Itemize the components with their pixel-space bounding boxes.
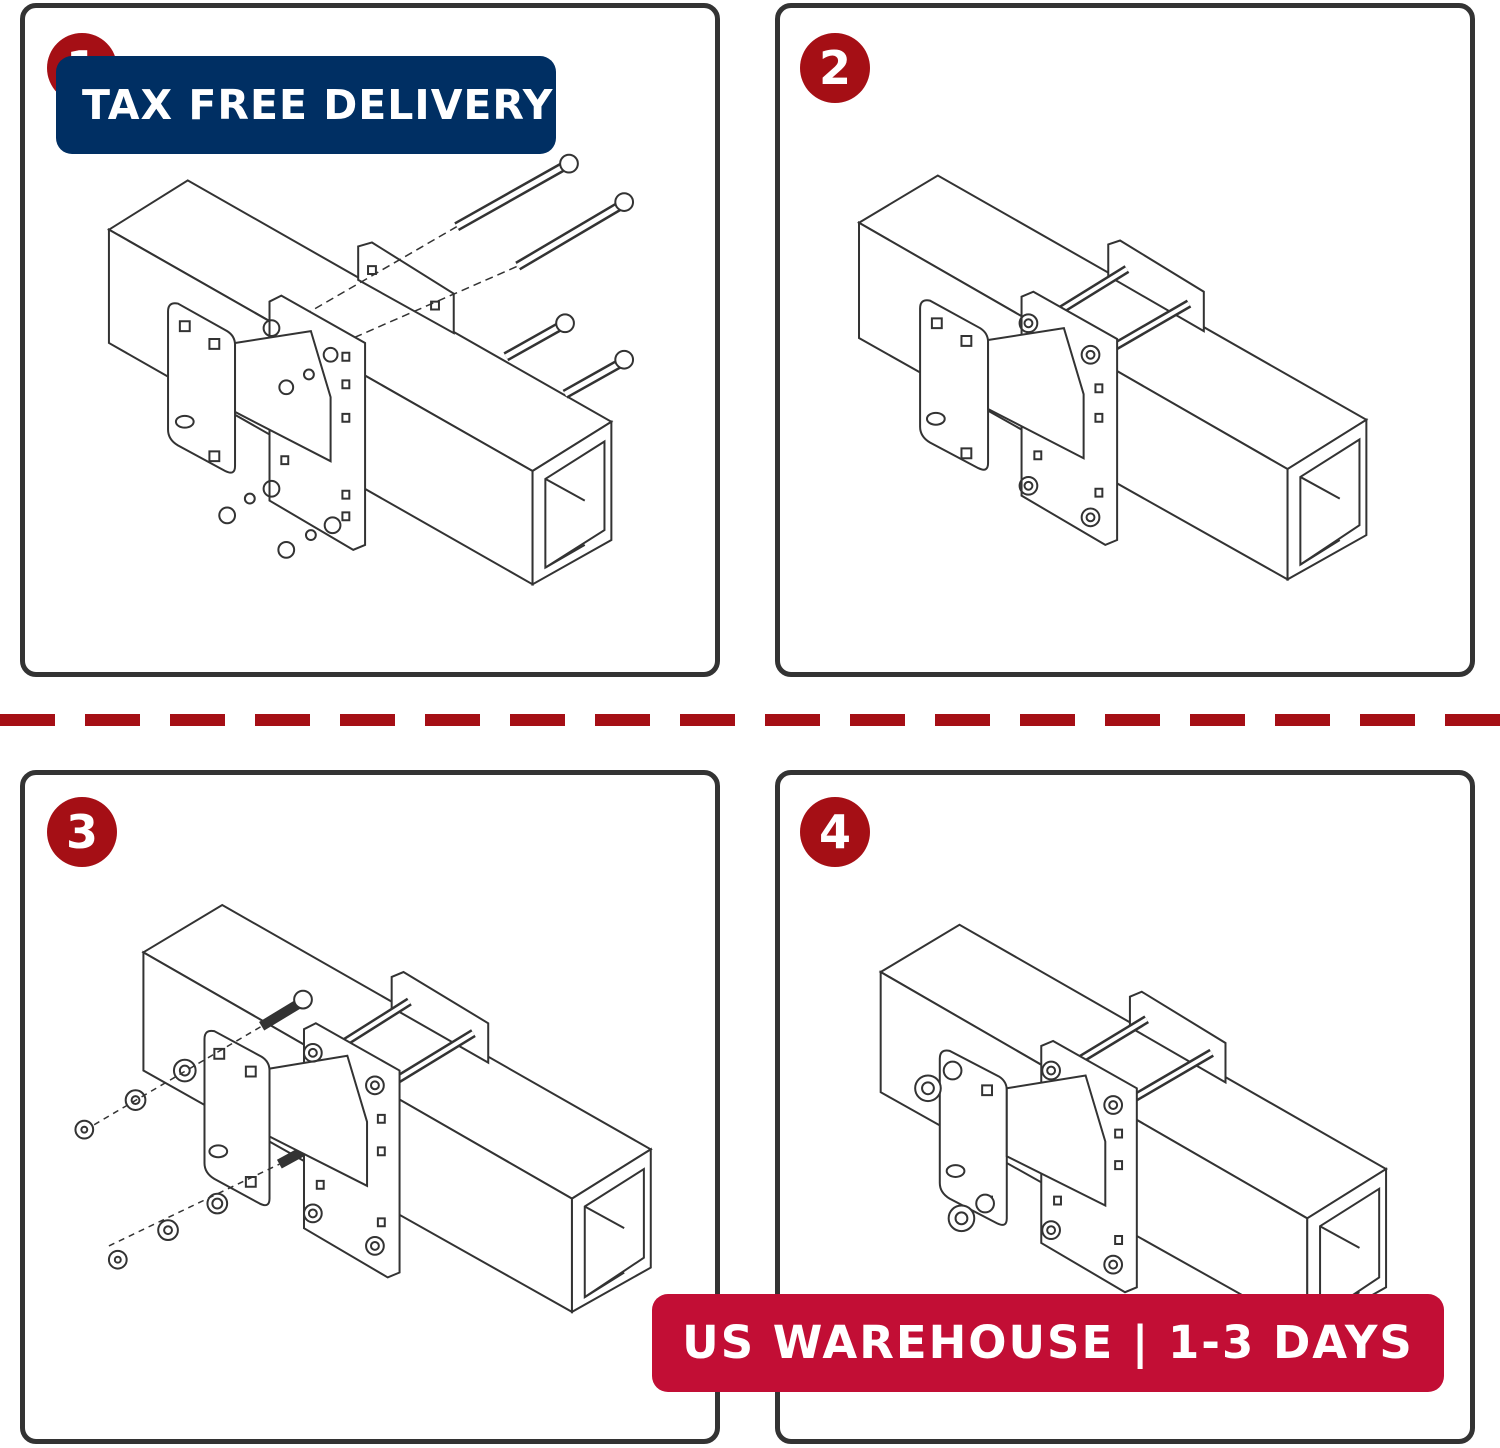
nuts-and-washers [75,1026,383,1268]
step-2-panel: 2 [775,3,1475,677]
step-2-illustration [780,8,1470,672]
hex-nuts [1020,314,1100,526]
gusset [270,1056,368,1186]
step-1-illustration [25,8,715,672]
step-number-badge: 3 [47,797,117,867]
step-3-panel: 3 [20,770,720,1444]
carriage-bolts [281,155,633,394]
gusset [1007,1075,1106,1205]
hex-nuts [915,1062,1122,1274]
gusset [235,331,331,461]
step-3-illustration [25,775,715,1439]
step-number-badge: 2 [800,33,870,103]
tax-free-delivery-banner: TAX FREE DELIVERY [56,56,556,154]
side-plate [940,1051,1007,1225]
step-number-badge: 4 [800,797,870,867]
dashed-divider [0,713,1500,727]
gusset [988,328,1084,458]
back-plate [358,242,454,333]
side-plate [204,1031,269,1205]
washers-and-nuts [219,320,340,557]
step-4-illustration [780,775,1470,1439]
us-warehouse-banner: US WAREHOUSE | 1-3 DAYS [652,1294,1444,1392]
